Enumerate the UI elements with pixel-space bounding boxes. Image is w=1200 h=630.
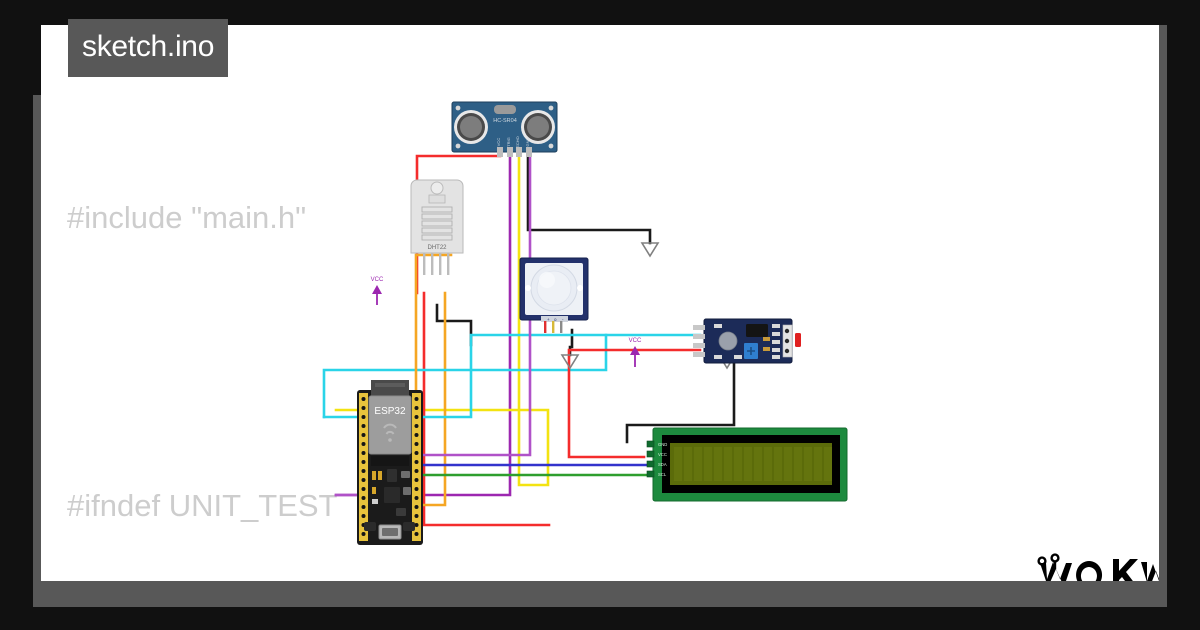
code-line: #ifndef UNIT_TEST [67, 488, 338, 523]
frame-edge-right [1159, 25, 1167, 607]
wokwi-logo [1037, 549, 1159, 581]
editor-canvas[interactable]: #include "main.h" #ifndef UNIT_TEST // W… [41, 25, 1159, 581]
frame-edge-bottom [33, 580, 1167, 607]
source-code-backdrop: #include "main.h" #ifndef UNIT_TEST // W… [67, 98, 1157, 581]
code-line: #include "main.h" [67, 200, 307, 235]
code-line [67, 338, 1157, 386]
file-tab-sketch-ino[interactable]: sketch.ino [68, 19, 229, 77]
frame-edge-left [33, 95, 41, 607]
